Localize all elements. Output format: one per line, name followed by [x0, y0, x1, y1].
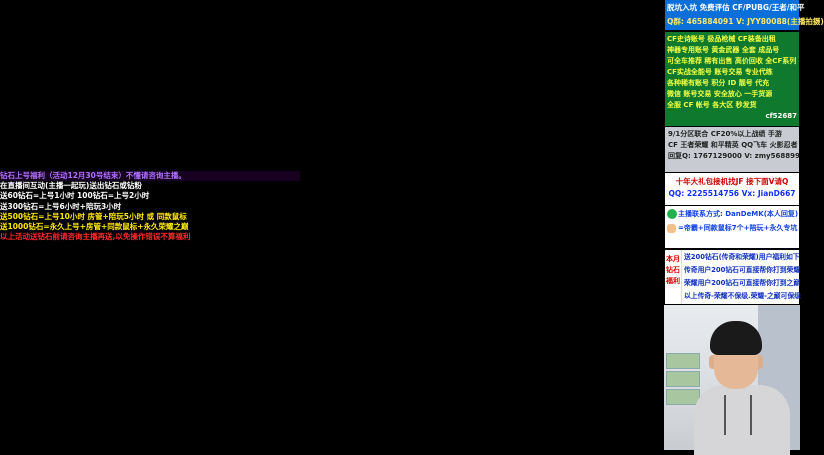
gray-ad-box: 9/1分区联合 CF20%以上战绩 手游 CF 王者荣耀 和平精英 QQ飞车 火…: [665, 127, 800, 172]
red-ad-line-2: QQ: 2225514756 Vx: JianD667: [668, 189, 796, 198]
welfare-line: 送200钻石(传奇和荣耀)用户福利如下: [684, 253, 800, 261]
hand-icon: [667, 223, 676, 233]
welfare-box: 本月钻石福利 送200钻石(传奇和荣耀)用户福利如下 传奇用户200钻石可直接帮…: [665, 250, 801, 304]
promo-line-1: 脱坑入坑 免费评估 CF/PUBG/王者/和平: [667, 3, 805, 12]
welfare-line: 荣耀用户200钻石可直接帮你打到之巅: [684, 279, 801, 287]
green-ad-line: 各种稀有账号 积分 ID 靓号 代充: [667, 79, 770, 87]
side-panel: 脱坑入坑 免费评估 CF/PUBG/王者/和平 Q群: 465884091 V:…: [664, 0, 824, 455]
gray-ad-line: 9/1分区联合 CF20%以上战绩 手游: [668, 130, 782, 138]
promo-box: 脱坑入坑 免费评估 CF/PUBG/王者/和平 Q群: 465884091 V:…: [665, 0, 824, 30]
green-ad-line: 微信 账号交易 安全放心 一手货源: [667, 90, 773, 98]
green-ad-box: CF史诗账号 极品枪械 CF装备出租 神器专用账号 黄金武器 全套 成品号 可全…: [665, 32, 799, 126]
welfare-line: 传奇用户200钻石可直接帮你打到荣耀: [684, 266, 801, 274]
earphone-cord: [750, 395, 752, 435]
streamer-ear: [709, 355, 717, 369]
green-ad-line: 神器专用账号 黄金武器 全套 成品号: [667, 46, 780, 54]
welfare-side-label: 本月钻石福利: [665, 250, 682, 304]
overlay-line-intro: 在直播间互动(主播一起玩)送出钻石或钻粉: [0, 181, 142, 191]
gray-ad-line: CF 王者荣耀 和平精英 QQ飞车 火影忍者: [668, 141, 798, 149]
webcam-shelf: [666, 353, 700, 369]
overlay-line-warning: 以上活动送钻石前请咨询主播再送,以免操作错误不算福利: [0, 232, 191, 242]
green-ad-line: 全服 CF 帐号 各大区 秒发货: [667, 101, 757, 109]
contact-reward-text: =帝霸+同款鼠标7个+陪玩+永久专坑: [678, 224, 798, 232]
contact-line-1: 主播联系方式: DanDeMK(本人回复): [667, 207, 799, 221]
streamer-ear: [755, 355, 763, 369]
promo-line-2: Q群: 465884091 V: JYY80088(主播拍摄): [667, 17, 824, 26]
contact-box: 主播联系方式: DanDeMK(本人回复) =帝霸+同款鼠标7个+陪玩+永久专坑: [665, 206, 799, 248]
green-ad-line: CF实战全能号 账号交易 专业代练: [667, 68, 773, 76]
red-ad-box: 十年大礼包接机找JF 接下面V请Q QQ: 2225514756 Vx: Jia…: [665, 173, 799, 205]
red-ad-line-1: 十年大礼包接机找JF 接下面V请Q: [675, 177, 789, 186]
streamer-hoodie: [694, 385, 790, 455]
green-ad-line: CF史诗账号 极品枪械 CF装备出租: [667, 35, 776, 43]
wechat-icon: [667, 209, 677, 219]
earphone-cord: [724, 395, 726, 435]
overlay-line-tier-1000: 送1000钻石=永久上号+房管+同款鼠标+永久荣耀之巅: [0, 222, 189, 232]
stream-overlay-text: 钻石上号福利（活动12月30号结束）不懂请咨询主播。 在直播间互动(主播一起玩)…: [0, 171, 300, 242]
streamer-hair: [710, 321, 762, 355]
contact-text: 主播联系方式: DanDeMK(本人回复): [678, 210, 799, 218]
gray-ad-line: 回复Q: 1767129000 V: zmy568899: [668, 152, 800, 160]
overlay-line-tier-60: 送60钻石=上号1小时 100钻石=上号2小时: [0, 191, 150, 201]
webcam-shelf: [666, 389, 700, 405]
welfare-line: 以上传奇-荣耀不保级.荣耀-之巅可保级: [684, 292, 801, 300]
webcam-shelf: [666, 371, 700, 387]
overlay-line-tier-300: 送300钻石=上号6小时+陪玩3小时: [0, 201, 122, 211]
overlay-line-title: 钻石上号福利（活动12月30号结束）不懂请咨询主播。: [0, 171, 300, 182]
webcam-feed: [664, 305, 800, 455]
green-ad-code: cf52687: [765, 112, 797, 120]
green-ad-line: 可全车推荐 稀有出售 高价回收 全CF系列: [667, 57, 797, 65]
welfare-lines: 送200钻石(传奇和荣耀)用户福利如下 传奇用户200钻石可直接帮你打到荣耀 荣…: [684, 251, 801, 303]
overlay-line-tier-500: 送500钻石=上号10小时 房管+陪玩5小时 或 同款鼠标: [0, 211, 187, 221]
contact-line-2: =帝霸+同款鼠标7个+陪玩+永久专坑: [667, 221, 797, 235]
